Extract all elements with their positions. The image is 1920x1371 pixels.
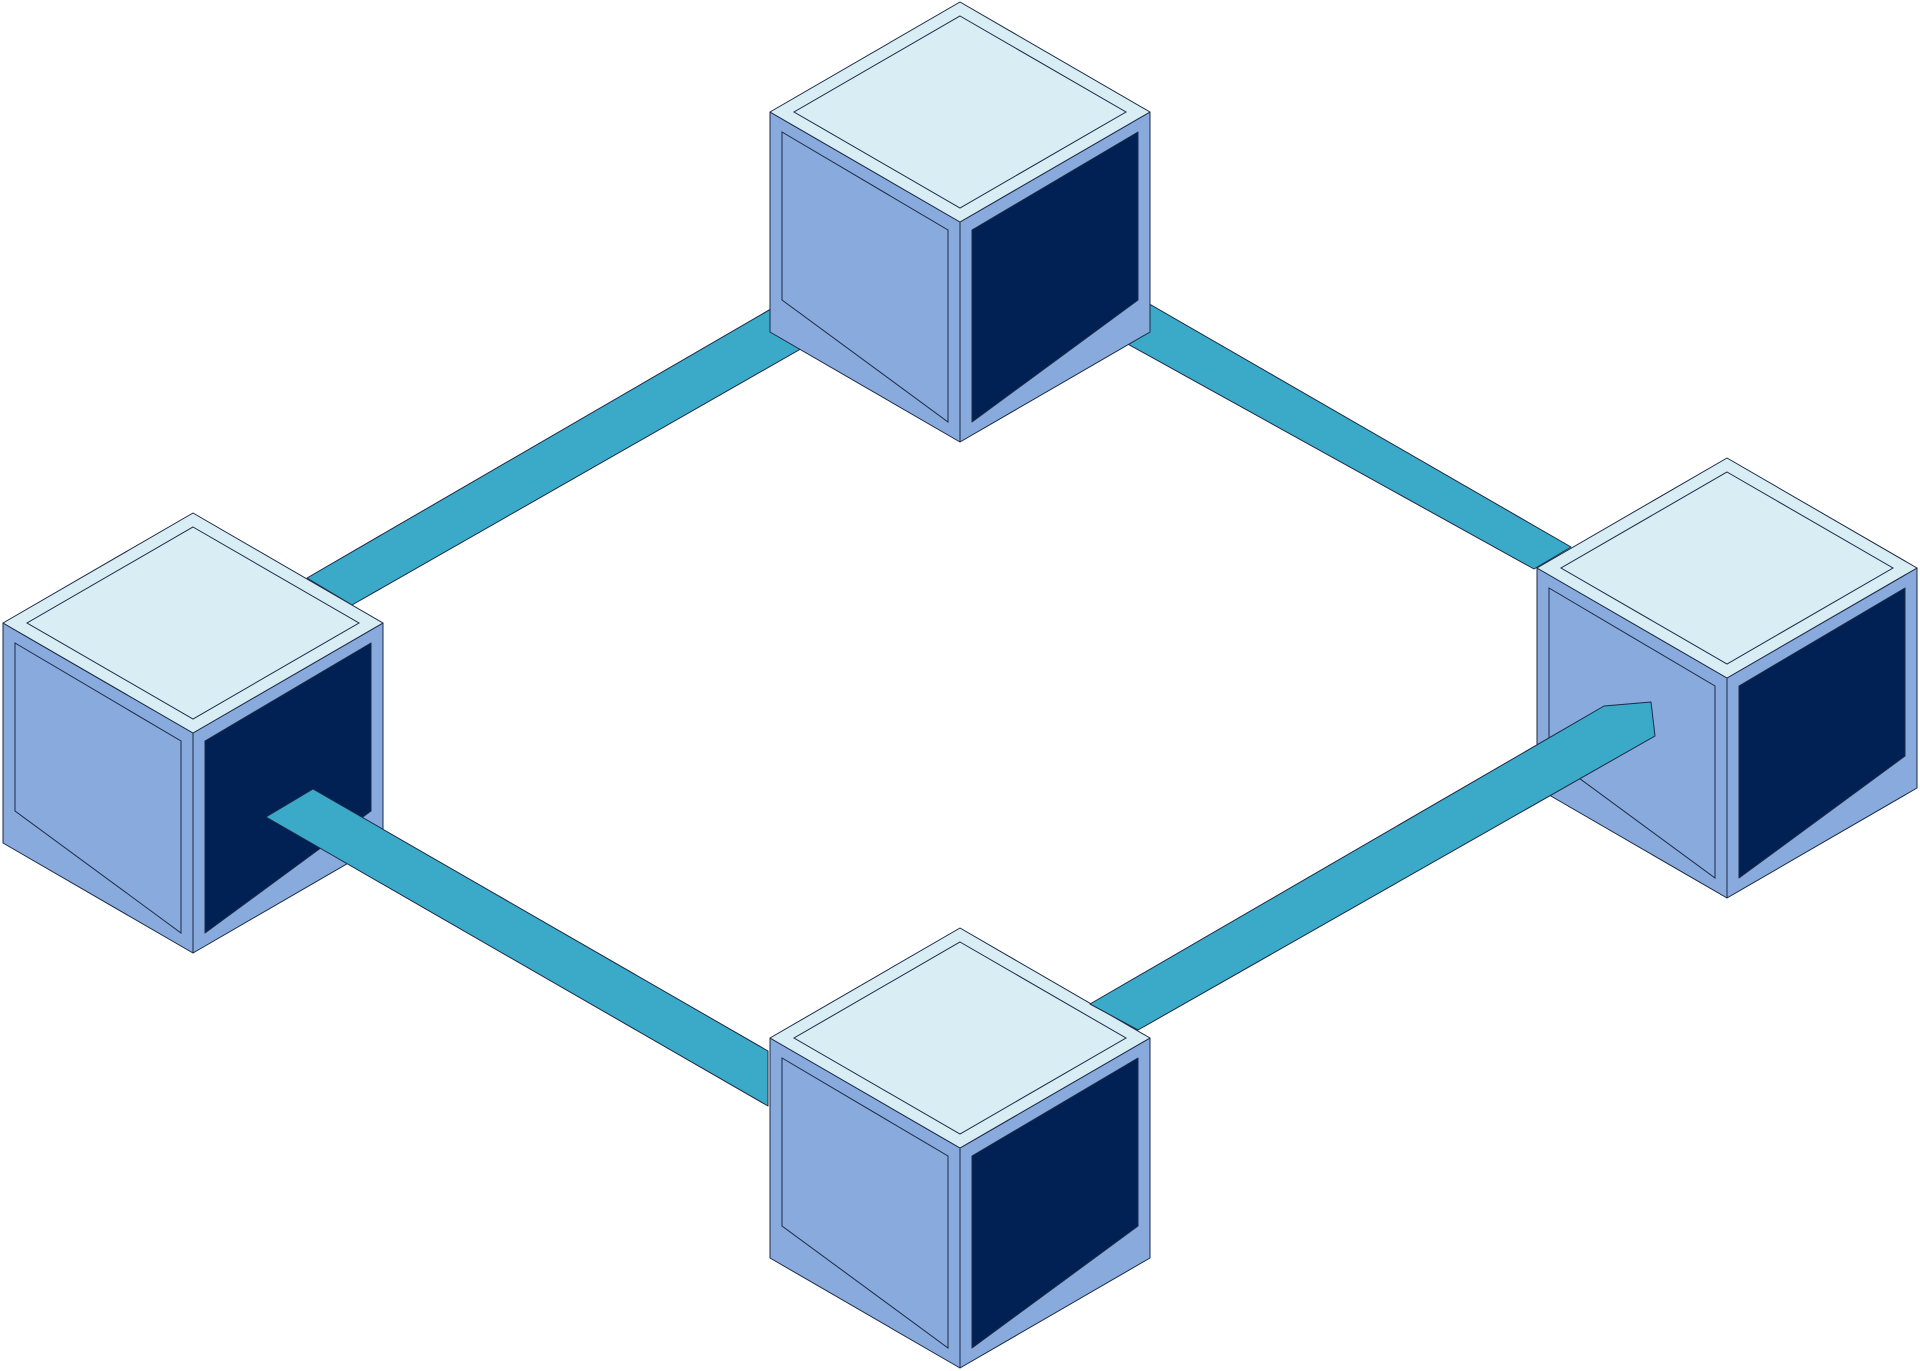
cube-top-face — [1536, 457, 1918, 679]
cube-right-panel — [204, 642, 372, 934]
node-left-cube — [2, 512, 384, 954]
cube-left-panel — [781, 131, 949, 423]
link-right-bottom — [1089, 701, 1656, 1031]
cube-top-inset — [793, 941, 1127, 1135]
cube-top-inset — [793, 15, 1127, 209]
node-top-cube — [769, 1, 1151, 443]
cube-top-face — [769, 927, 1151, 1149]
links-front-layer — [265, 701, 1656, 1107]
link-left-bottom — [265, 788, 769, 1107]
cube-top-inset — [26, 526, 360, 720]
cube-left-panel — [1548, 587, 1716, 879]
cube-right-panel — [1738, 587, 1906, 879]
cube-left-panel — [781, 1057, 949, 1349]
cube-left-panel — [14, 642, 182, 934]
cube-top-inset — [1560, 471, 1894, 665]
cube-right-panel — [971, 1057, 1139, 1349]
cube-top-face — [769, 1, 1151, 223]
node-right-cube — [1536, 457, 1918, 899]
cube-right-panel — [971, 131, 1139, 423]
cube-top-face — [2, 512, 384, 734]
node-bottom-cube — [769, 927, 1151, 1369]
